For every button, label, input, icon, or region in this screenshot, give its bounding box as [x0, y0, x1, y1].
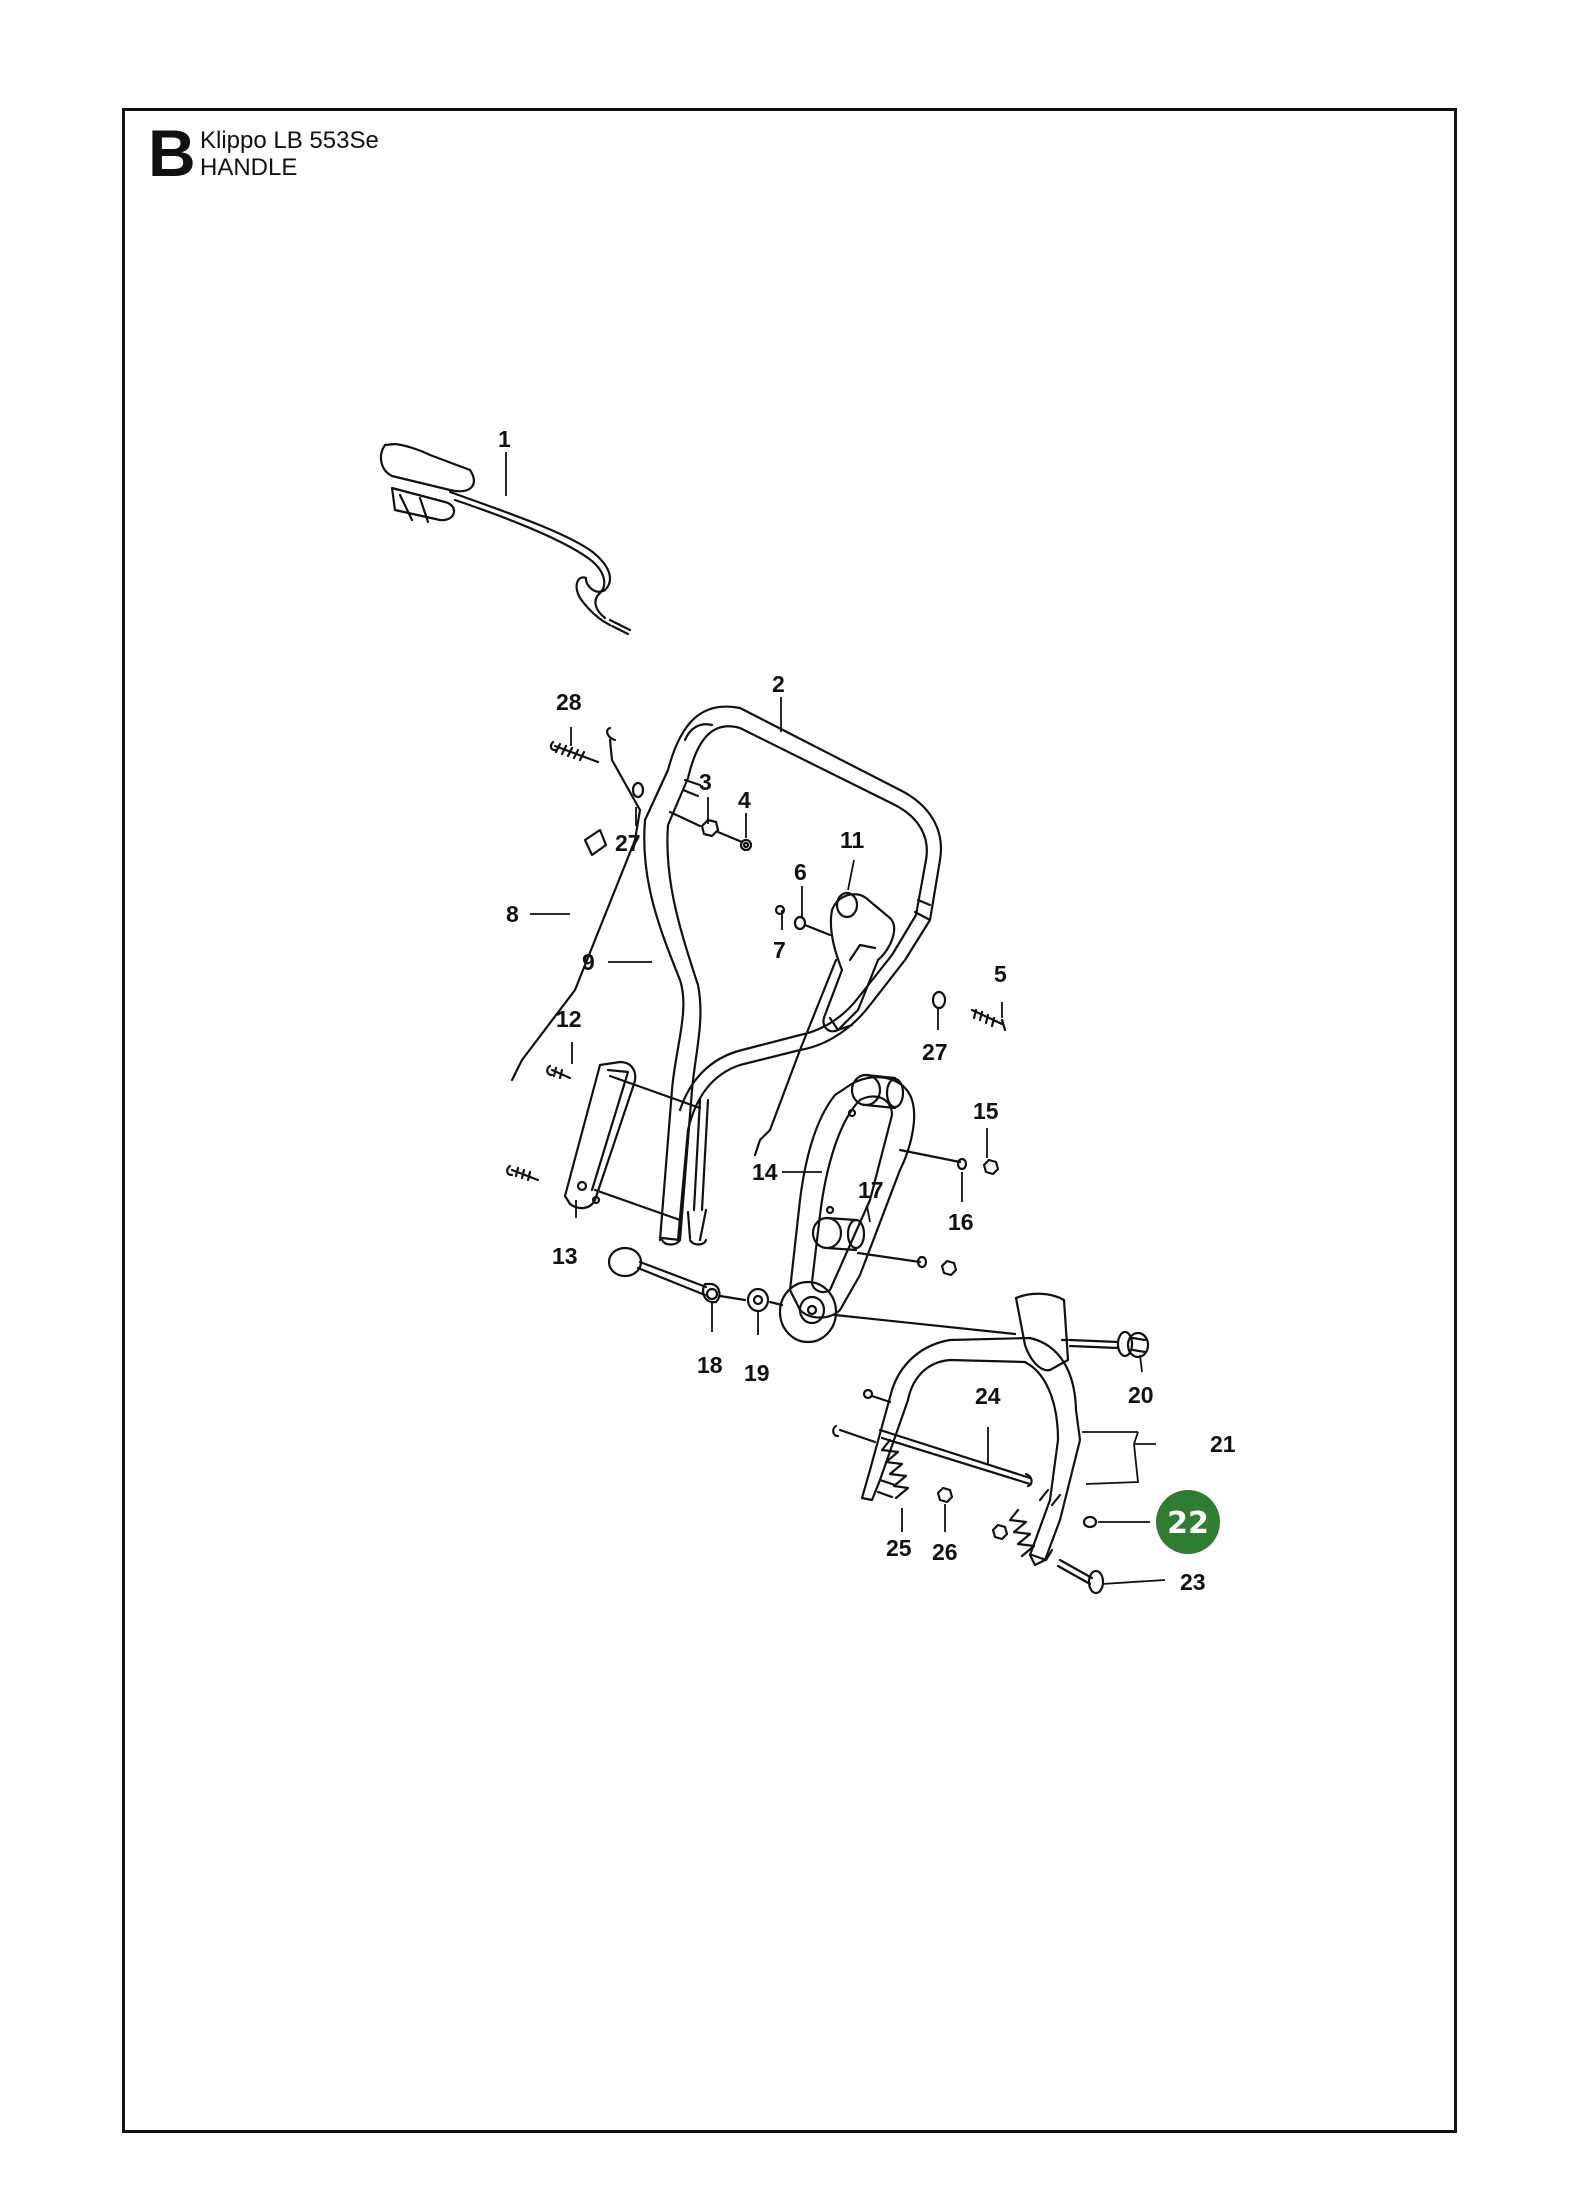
callout-24: 24 [975, 1383, 1001, 1409]
part-25-bolt [832, 1388, 892, 1444]
callout-20: 20 [1128, 1382, 1154, 1408]
callout-3: 3 [699, 769, 712, 795]
part-2-upper-handle [643, 705, 943, 1246]
callout-28: 28 [556, 689, 582, 715]
page-number-badge: 22 [1156, 1490, 1220, 1554]
callout-14: 14 [752, 1159, 778, 1185]
part-14-bracket [788, 1076, 916, 1319]
part-25-spring [880, 1438, 1036, 1558]
part-22-pin [1082, 1515, 1098, 1529]
part-15-nut [982, 1158, 1000, 1176]
callout-7: 7 [773, 937, 786, 963]
part-1-control-bail [379, 442, 632, 636]
callout-13: 13 [552, 1243, 578, 1269]
part-17-bumper [811, 1073, 905, 1252]
callout-25: 25 [886, 1535, 912, 1561]
callout-8: 8 [506, 901, 519, 927]
model-name: Klippo LB 553Se [200, 127, 379, 154]
part-28-bolt [549, 740, 600, 764]
part-3-nut [700, 818, 720, 838]
callout-1: 1 [498, 426, 511, 452]
callout-19: 19 [744, 1360, 770, 1386]
part-13-screw [506, 1164, 540, 1182]
callout-15: 15 [973, 1098, 999, 1124]
callout-9: 9 [582, 949, 595, 975]
callout-27b: 27 [922, 1039, 948, 1065]
callout-21: 21 [1210, 1431, 1236, 1457]
page-frame [122, 108, 1457, 2133]
part-11-control-lever [822, 891, 896, 1033]
callout-11: 11 [840, 827, 865, 853]
callout-4: 4 [738, 787, 751, 813]
page-badge-circle [1156, 1490, 1220, 1554]
document-title: Klippo LB 553Se HANDLE [200, 127, 379, 181]
leader-lines [505, 452, 1166, 1585]
part-13-cover [563, 1060, 637, 1210]
part-14-pivot-disc [778, 1280, 838, 1344]
part-19-washer [746, 1287, 770, 1313]
part-21-lower-bracket [860, 1292, 1082, 1567]
part-7-screw [774, 904, 786, 916]
part-12-screw [546, 1064, 572, 1080]
callout-16: 16 [948, 1209, 974, 1235]
part-27-washer [631, 781, 947, 1010]
callout-27a: 27 [615, 830, 641, 856]
section-subtitle: HANDLE [200, 154, 298, 181]
section-letter: B [148, 116, 196, 190]
part-18-knob [607, 1246, 721, 1304]
callout-6: 6 [794, 859, 807, 885]
callout-23: 23 [1180, 1569, 1206, 1595]
callout-5: 5 [994, 961, 1007, 987]
part-5-screw [970, 1008, 1007, 1032]
part-15-nut-lower [940, 1259, 958, 1277]
part-20-bolt [1068, 1330, 1150, 1359]
callout-26: 26 [932, 1539, 958, 1565]
callout-labels: 1 2 28 3 4 27 11 6 8 9 7 5 27 12 15 14 1… [498, 426, 1236, 1595]
callout-18: 18 [697, 1352, 723, 1378]
callout-12: 12 [556, 1006, 582, 1032]
part-8-cable [510, 726, 838, 1157]
part-24-rod [878, 1428, 1033, 1488]
callout-2: 2 [772, 671, 785, 697]
callout-17: 17 [858, 1177, 884, 1203]
part-23-bolt [1056, 1558, 1105, 1595]
page-number: 22 [1167, 1506, 1209, 1541]
part-4-washer [739, 838, 753, 852]
part-6-washer [793, 915, 807, 931]
part-26-nut [936, 1486, 1009, 1541]
